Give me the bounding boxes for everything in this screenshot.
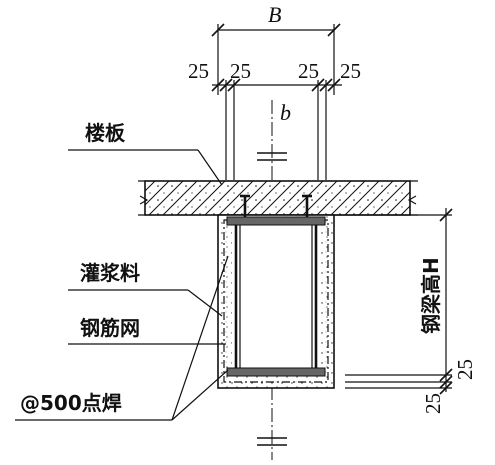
dimension-H: 钢梁高H 25 25 [334, 208, 477, 414]
tick-mark [211, 23, 225, 37]
axis-label-b: b [280, 100, 291, 125]
dim-25-d: 25 [340, 59, 361, 83]
dim-25-right-a: 25 [453, 359, 477, 380]
break-mark-right [407, 195, 417, 205]
top-flange [226, 216, 326, 226]
break-mark-left [139, 195, 149, 205]
steel-beam [226, 194, 326, 377]
label-mesh: 钢筋网 [68, 316, 226, 345]
tick-mark [327, 23, 341, 37]
beam-height-label: 钢梁高H [419, 257, 443, 334]
weld-label: @500点焊 [20, 391, 122, 415]
dimension-25-row: 25 25 25 25 [188, 59, 361, 180]
label-weld: @500点焊 [15, 255, 229, 421]
dim-25-b: 25 [230, 59, 251, 83]
floor-slab [138, 180, 418, 216]
grout-label: 灌浆料 [80, 261, 140, 285]
label-grout: 灌浆料 [68, 261, 223, 317]
label-slab: 楼板 [68, 121, 223, 186]
dim-25-right-b: 25 [421, 393, 445, 414]
dim-25-c: 25 [298, 59, 319, 83]
dim-25-a: 25 [188, 59, 209, 83]
bottom-flange [226, 367, 326, 377]
slab-section [144, 180, 411, 216]
mesh-label: 钢筋网 [80, 316, 140, 340]
dim-label-B: B [268, 2, 281, 27]
grout-encasement [217, 214, 335, 389]
slab-label: 楼板 [85, 121, 126, 145]
dimension-B: B [211, 2, 341, 95]
